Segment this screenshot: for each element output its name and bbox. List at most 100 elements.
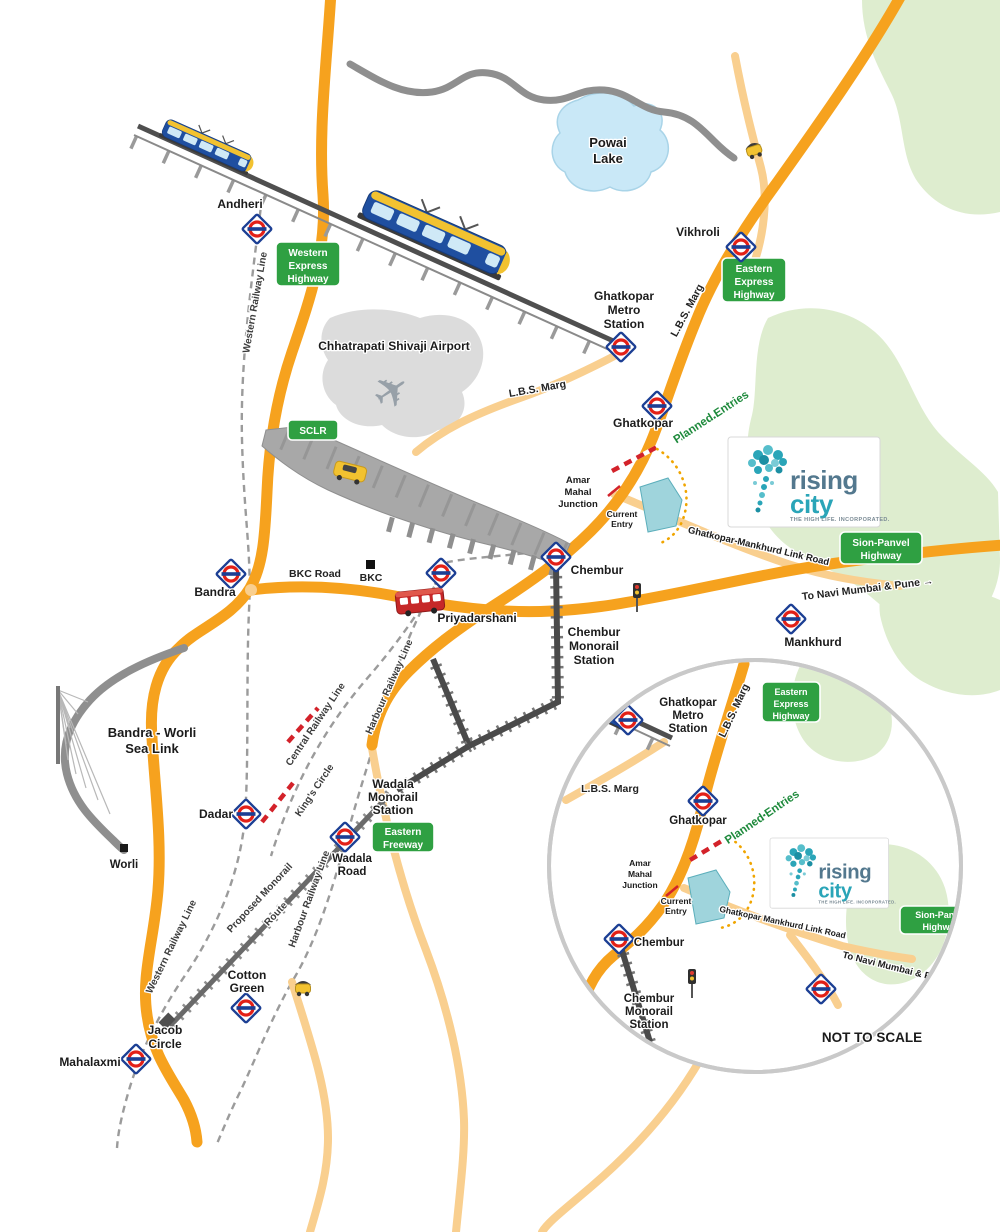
- label-powai-lake: Powai: [589, 135, 627, 150]
- inset-label-chembur-monorail: Chembur: [624, 993, 675, 1005]
- label-chembur-monorail: Chembur: [568, 625, 621, 639]
- inset-label-lbs-marg: L.B.S. Marg: [581, 783, 639, 795]
- road-eastern-freeway: [368, 744, 469, 1232]
- sign-text: Express: [773, 699, 808, 709]
- station-icon-dadar: [229, 797, 263, 831]
- sign-text: Eastern: [385, 827, 422, 838]
- label-central-railway: Central Railway Line: [284, 681, 348, 769]
- label-worli: Worli: [110, 859, 139, 871]
- inset-label-chembur-monorail: Monorail: [625, 1006, 673, 1018]
- label-jacob-circle: Jacob: [148, 1023, 183, 1037]
- label-amar-mahal: Junction: [558, 499, 598, 510]
- sign-text: Highway: [922, 922, 959, 932]
- rising-city-logo-inset: [769, 837, 897, 909]
- station-icon-mahalaxmi: [119, 1042, 153, 1076]
- inset-label-chembur: Chembur: [634, 937, 685, 949]
- label-dadar: Dadar: [199, 807, 233, 821]
- label-sea-link: Sea Link: [125, 741, 179, 756]
- bkc-marker: [366, 560, 375, 569]
- label-amar-mahal: Mahal: [565, 487, 592, 498]
- label-andheri: Andheri: [217, 197, 262, 211]
- rising-city-logo-main: [727, 436, 891, 528]
- inset-circle-rim: [547, 658, 963, 1074]
- sign-eastern-express-highway: Eastern Express Highway: [721, 257, 787, 303]
- label-bkc-road: BKC Road: [289, 568, 341, 580]
- sign-text: Eastern: [774, 687, 807, 697]
- inset-rising-city-site: [687, 869, 731, 925]
- sign-text: Highway: [860, 551, 902, 562]
- station-icon-andheri: [240, 212, 274, 246]
- label-wadala-monorail: Monorail: [368, 790, 418, 804]
- inset-label-amar-mahal: Junction: [622, 880, 657, 890]
- rising-city-site: [639, 477, 683, 533]
- label-ghatkopar-metro: Metro: [608, 303, 641, 317]
- sign-text: Highway: [733, 290, 775, 301]
- jacob-circle-terminus: [158, 1012, 176, 1030]
- label-mankhurd: Mankhurd: [784, 635, 841, 649]
- inset-label-ghatkopar: Ghatkopar: [669, 815, 727, 827]
- sign-sion-panvel-highway: Sion-Panvel Highway: [839, 531, 923, 565]
- label-chembur: Chembur: [571, 563, 624, 577]
- label-bandra: Bandra: [194, 585, 236, 599]
- label-sea-link: Bandra - Worli: [108, 725, 197, 740]
- label-ghatkopar: Ghatkopar: [613, 416, 673, 430]
- sign-text: Sion-Panvel: [915, 910, 967, 920]
- station-icon-wadala-road: [328, 820, 362, 854]
- sign-text: SCLR: [299, 426, 327, 437]
- label-chembur-monorail: Station: [574, 653, 615, 667]
- inset-label-amar-mahal: Amar: [629, 858, 651, 868]
- label-mahalaxmi: Mahalaxmi: [59, 1055, 120, 1069]
- label-bkc: BKC: [360, 572, 383, 584]
- inset-label-current-entry: Entry: [665, 906, 687, 916]
- sign-eastern-freeway: Eastern Freeway: [371, 821, 435, 853]
- label-proposed-monorail: Route: [262, 900, 290, 929]
- highway-signs: Western Express Highway Eastern Express …: [275, 241, 923, 853]
- label-powai-lake: Lake: [593, 151, 623, 166]
- sign-text: Eastern: [736, 264, 773, 275]
- road-bottom-center: [538, 1056, 704, 1232]
- sea-link: [56, 644, 188, 854]
- label-kings-circle: King's Circle: [293, 762, 336, 819]
- label-chembur-monorail: Monorail: [569, 639, 619, 653]
- inset-label-ghatkopar-metro: Ghatkopar: [659, 697, 717, 709]
- inset-label-ghatkopar-metro: Metro: [672, 710, 703, 722]
- inset-road-branch: [786, 931, 842, 1009]
- label-wadala-road: Road: [338, 866, 367, 878]
- label-ghatkopar-metro: Station: [604, 317, 645, 331]
- label-amar-mahal: Amar: [566, 475, 591, 486]
- sign-text: Highway: [287, 274, 329, 285]
- inset-label-ghatkopar-metro: Station: [669, 723, 708, 735]
- label-not-to-scale: NOT TO SCALE: [822, 1030, 922, 1045]
- current-entry-marker: [607, 485, 621, 497]
- taxi-icon: [333, 460, 368, 485]
- worli-marker: [120, 844, 128, 852]
- sign-text: Western: [288, 248, 327, 259]
- sign-western-express-highway: Western Express Highway: [275, 241, 341, 287]
- metro-line-one: [129, 111, 622, 366]
- inset-label-amar-mahal: Mahal: [628, 869, 652, 879]
- bus-icon: [394, 587, 446, 617]
- central-railway-line: [269, 565, 448, 857]
- sign-text: Express: [289, 261, 328, 272]
- sign-text: Express: [735, 277, 774, 288]
- sclr-flyover: [261, 425, 571, 578]
- label-lbs-marg: L.B.S. Marg: [508, 378, 567, 400]
- inset-label-chembur-monorail: Station: [630, 1019, 669, 1031]
- sign-text: Highway: [772, 711, 809, 721]
- inset-sign-sion-panvel: Sion-Panvel Highway: [899, 905, 967, 935]
- label-wadala-road: Wadala: [332, 853, 372, 865]
- label-current-entry: Current: [607, 509, 638, 519]
- label-ghatkopar-metro: Ghatkopar: [594, 289, 654, 303]
- inset-road-lbs: [562, 738, 668, 804]
- bandra-junction-node: [245, 584, 257, 596]
- inset-sign-eastern-express: Eastern Express Highway: [761, 681, 821, 723]
- construction-segments: [260, 401, 739, 824]
- inset-label-current-entry: Current: [661, 896, 692, 906]
- sign-text: Freeway: [383, 840, 423, 851]
- label-priyadarshani: Priyadarshani: [437, 611, 516, 625]
- station-icon-cotton-green: [229, 991, 263, 1025]
- station-icon-mankhurd: [774, 602, 808, 636]
- label-harbour-railway: Harbour Railway Line: [364, 638, 416, 736]
- vehicles: [294, 140, 765, 997]
